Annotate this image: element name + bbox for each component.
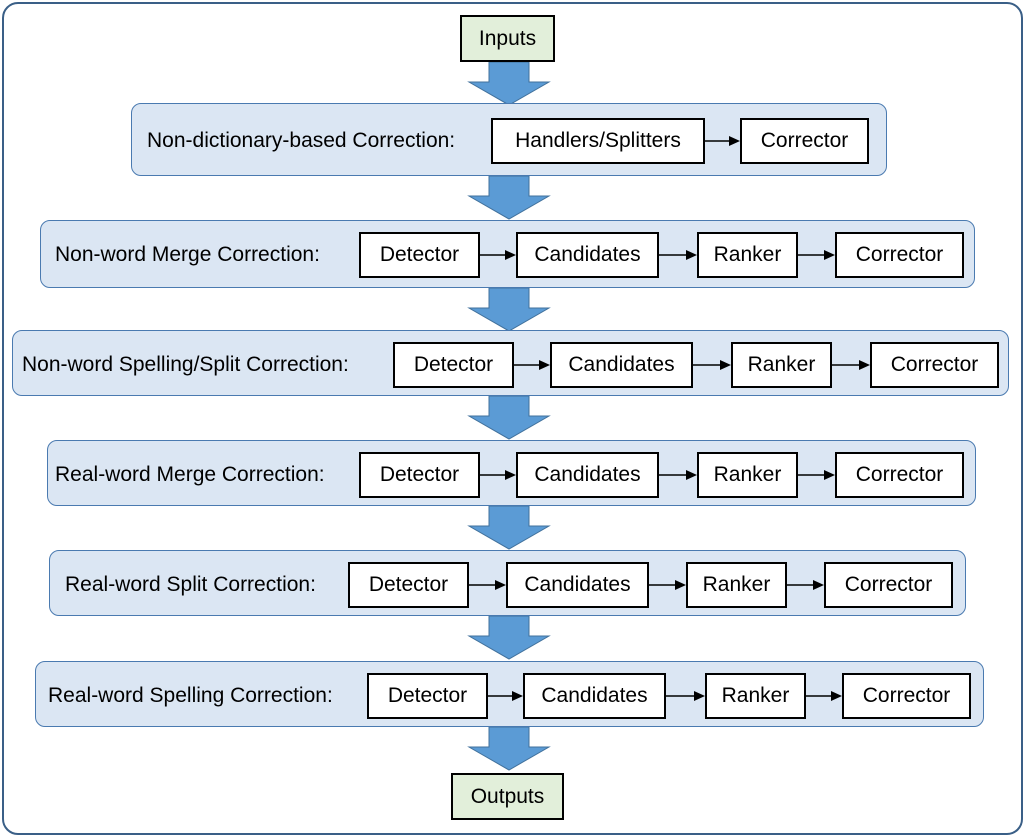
- component-box: Candidates: [516, 232, 659, 278]
- flow-arrow-icon: [467, 176, 551, 220]
- flow-arrow-icon: [467, 727, 551, 771]
- flow-arrow-icon: [467, 616, 551, 660]
- connector-arrow-icon: [659, 250, 697, 260]
- connector-arrow-icon: [798, 470, 835, 480]
- component-box: Corrector: [835, 232, 964, 278]
- flow-arrow-icon: [467, 506, 551, 550]
- stage-label: Real-word Split Correction:: [65, 573, 316, 596]
- connector-arrow-icon: [787, 580, 824, 590]
- stage-label: Non-word Merge Correction:: [55, 243, 320, 266]
- connector-arrow-icon: [798, 250, 835, 260]
- component-box: Corrector: [835, 452, 964, 498]
- stage-box: [35, 661, 984, 727]
- stage-label: Real-word Spelling Correction:: [48, 684, 333, 707]
- component-box: Ranker: [731, 342, 832, 388]
- flow-arrow-icon: [467, 288, 551, 332]
- component-box: Corrector: [824, 562, 953, 608]
- component-box: Candidates: [523, 673, 666, 719]
- connector-arrow-icon: [469, 580, 506, 590]
- connector-arrow-icon: [480, 470, 516, 480]
- connector-arrow-icon: [514, 360, 550, 370]
- component-box: Detector: [367, 673, 488, 719]
- component-box: Ranker: [686, 562, 787, 608]
- connector-arrow-icon: [649, 580, 686, 590]
- component-box: Corrector: [842, 673, 971, 719]
- component-box: Ranker: [697, 232, 798, 278]
- stage-label: Non-word Spelling/Split Correction:: [22, 353, 349, 376]
- connector-arrow-icon: [806, 691, 842, 701]
- connector-arrow-icon: [705, 136, 740, 146]
- component-box: Ranker: [697, 452, 798, 498]
- connector-arrow-icon: [693, 360, 731, 370]
- outputs-box: Outputs: [451, 773, 564, 820]
- component-box: Ranker: [705, 673, 806, 719]
- connector-arrow-icon: [666, 691, 705, 701]
- component-box: Candidates: [516, 452, 659, 498]
- connector-arrow-icon: [659, 470, 697, 480]
- connector-arrow-icon: [480, 250, 516, 260]
- component-box: Detector: [348, 562, 469, 608]
- component-box: Detector: [359, 232, 480, 278]
- component-box: Detector: [359, 452, 480, 498]
- connector-arrow-icon: [488, 691, 523, 701]
- component-box: Corrector: [740, 118, 869, 164]
- component-box: Corrector: [870, 342, 999, 388]
- flow-arrow-icon: [467, 62, 551, 106]
- component-box: Candidates: [550, 342, 693, 388]
- flow-arrow-icon: [467, 396, 551, 440]
- connector-arrow-icon: [832, 360, 870, 370]
- component-box: Candidates: [506, 562, 649, 608]
- component-box: Handlers/Splitters: [491, 118, 705, 164]
- stage-label: Non-dictionary-based Correction:: [147, 129, 456, 152]
- stage-label: Real-word Merge Correction:: [55, 463, 325, 486]
- component-box: Detector: [393, 342, 514, 388]
- inputs-box: Inputs: [460, 15, 555, 62]
